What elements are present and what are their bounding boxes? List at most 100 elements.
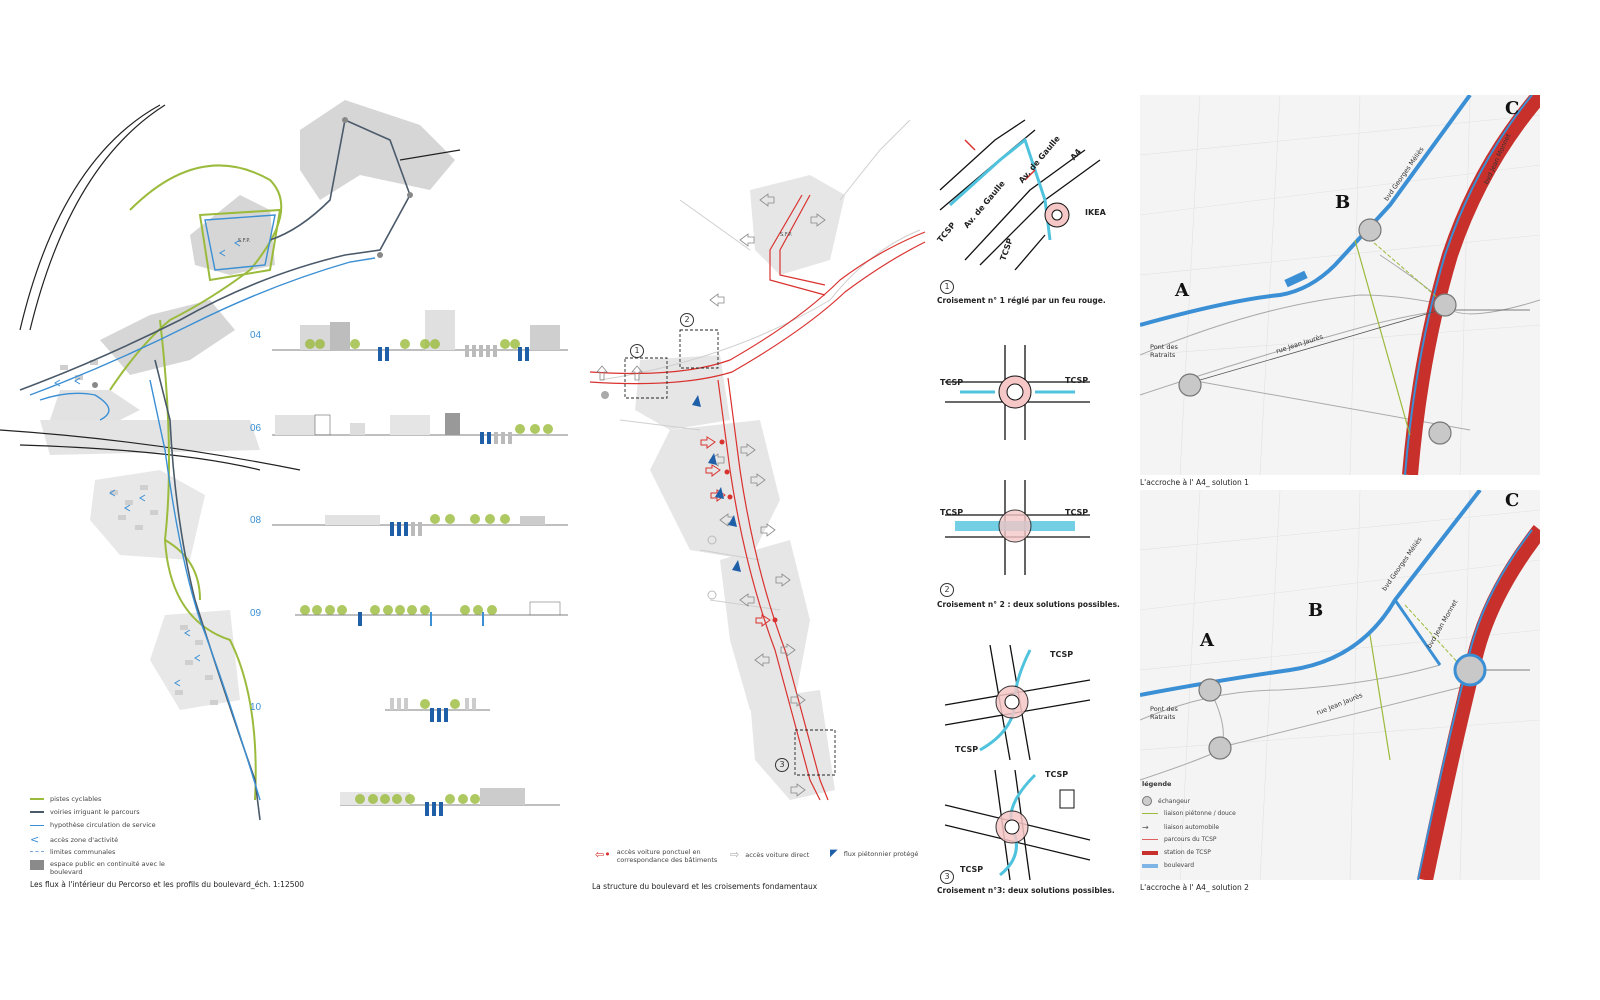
swatch: [1142, 813, 1158, 814]
crossing-sketch-2a: TCSP TCSP: [940, 340, 1090, 440]
swatch: [30, 798, 44, 800]
profile-number: 09: [250, 608, 262, 619]
crossing-marker-2: 2: [680, 313, 694, 327]
blue-triangle-icon: ◤: [830, 848, 838, 859]
sketch-label: TCSP: [940, 378, 964, 387]
legend-label: accès voiture direct: [745, 850, 810, 859]
panel-structure: 1 2 3 S.F.P. ⇦• accès voiture ponctuel e…: [580, 0, 1120, 1000]
crossing-marker-3: 3: [775, 758, 789, 772]
panel-a4: A B C bvd Georges Méliès bvd Jean Monnet…: [1140, 95, 1540, 895]
point-label-b: B: [1335, 192, 1351, 213]
legend-item: limites communales: [30, 848, 115, 856]
legend-item: ⇦• accès voiture ponctuel en corresponda…: [595, 848, 727, 864]
red-arrow-icon: ⇦•: [595, 848, 611, 861]
chevron-left-icon: <: [30, 833, 40, 846]
crossing-caption: Croisement n° 2 : deux solutions possibl…: [937, 600, 1120, 609]
map-solution-2: A B C bvd Georges Méliès bvd Jean Monnet…: [1140, 490, 1540, 880]
legend-label: espace public en continuité avec le boul…: [50, 860, 165, 876]
panel-flux: S.F.P. 04 06 08: [0, 0, 580, 1000]
crossing-caption: Croisement n° 1 réglé par un feu rouge.: [937, 296, 1106, 305]
crossing-sketch-1: TCSP Av. de Gaulle Av. de Gaulle A4 IKEA…: [935, 110, 1110, 271]
crossing-sketch-2b: TCSP TCSP: [940, 475, 1090, 575]
legend-label: voiries irriguant le parcours: [50, 808, 140, 816]
sketch-label: TCSP: [1065, 508, 1089, 517]
sketch-label: TCSP: [1045, 770, 1069, 779]
legend-item: échangeur: [1142, 796, 1190, 806]
profile-number: 04: [250, 330, 262, 341]
interchange-icon: [1142, 796, 1152, 806]
map-solution-1: A B C bvd Georges Méliès bvd Jean Monnet…: [1140, 95, 1540, 475]
profile-08: 08: [250, 490, 570, 550]
legend-label: hypothèse circulation de service: [50, 821, 156, 829]
swatch: [1142, 863, 1158, 868]
legend-label: boulevard: [1164, 862, 1195, 869]
legend-label: station de TCSP: [1164, 849, 1211, 856]
crossing-caption-number: 2: [940, 583, 954, 597]
a4-solution-2-caption: L'accroche à l' A4_ solution 2: [1140, 883, 1249, 892]
legend-item: boulevard: [1142, 862, 1194, 869]
profile-11: [335, 770, 575, 830]
place-label: Pont des Ratraits: [1150, 705, 1178, 721]
legend-label: flux piétonnier protégé: [843, 849, 919, 858]
profile-number: 06: [250, 423, 262, 434]
structure-map-sfp-label: S.F.P.: [780, 232, 793, 238]
legend-item: → liaison automobile: [1142, 823, 1219, 832]
crossing-sketch-3b: TCSP TCSP: [940, 765, 1091, 881]
legend-label: liaison piétonne / douce: [1164, 810, 1236, 817]
flux-map: [0, 100, 461, 821]
swatch: [30, 860, 44, 870]
crossing-marker-1: 1: [630, 344, 644, 358]
legend-label: parcours du TCSP: [1164, 836, 1217, 843]
legend-label: liaison automobile: [1164, 824, 1220, 831]
point-label-c: C: [1505, 490, 1520, 511]
sketch-label: TCSP: [960, 865, 984, 874]
flux-caption: Les flux à l'intérieur du Percorso et le…: [30, 880, 305, 889]
legend-label: limites communales: [50, 848, 116, 856]
crossing-caption: Croisement n°3: deux solutions possibles…: [937, 886, 1115, 895]
swatch: [30, 811, 44, 813]
crossing-caption-number: 1: [940, 280, 954, 294]
sketch-label: TCSP: [955, 745, 979, 754]
crossing-caption-number: 3: [940, 870, 954, 884]
profile-06: 06: [250, 395, 570, 455]
legend-label: accès voiture ponctuel en correspondance…: [616, 848, 718, 864]
legend-label: échangeur: [1158, 797, 1191, 805]
point-label-b: B: [1308, 600, 1324, 621]
flux-map-sfp-label: S.F.P.: [238, 238, 251, 244]
swatch: [30, 824, 44, 826]
legend-item: parcours du TCSP: [1142, 836, 1217, 843]
profile-09: 09: [250, 580, 570, 640]
legend-item: ◤ flux piétonnier protégé: [830, 848, 918, 859]
arrow-right-icon: →: [1142, 823, 1149, 832]
legend-item: liaison piétonne / douce: [1142, 810, 1236, 817]
point-label-c: C: [1505, 98, 1520, 119]
legend-item: voiries irriguant le parcours: [30, 808, 140, 816]
swatch: [30, 851, 44, 853]
swatch: [1142, 839, 1158, 840]
grey-arrow-icon: ⇨: [730, 848, 740, 861]
swatch: [1142, 850, 1158, 855]
legend-item: < accès zone d'activité: [30, 833, 118, 846]
legend-item: ⇨ accès voiture direct: [730, 848, 809, 861]
sketch-label: TCSP: [1065, 376, 1089, 385]
structure-map: [589, 119, 926, 801]
profile-10: 10: [250, 680, 570, 730]
profile-number: 08: [250, 515, 262, 526]
legend-item: pistes cyclables: [30, 795, 101, 803]
sketch-label: IKEA: [1085, 208, 1106, 217]
legend-item: hypothèse circulation de service: [30, 821, 156, 829]
legend-title: légende: [1142, 780, 1172, 788]
legend-label: pistes cyclables: [50, 795, 102, 803]
a4-solution-1-caption: L'accroche à l' A4_ solution 1: [1140, 478, 1249, 487]
sketch-label: TCSP: [940, 508, 964, 517]
legend-item: station de TCSP: [1142, 849, 1211, 856]
sketch-label: TCSP: [1050, 650, 1074, 659]
structure-caption: La structure du boulevard et les croisem…: [592, 882, 818, 891]
point-label-a: A: [1175, 280, 1189, 301]
place-label: Pont des Ratraits: [1150, 343, 1178, 359]
point-label-a: A: [1200, 630, 1214, 651]
legend-item: espace public en continuité avec le boul…: [30, 860, 170, 876]
crossing-sketch-3a: TCSP TCSP: [940, 640, 1091, 761]
legend-label: accès zone d'activité: [50, 835, 119, 844]
profile-04: 04: [250, 300, 570, 370]
